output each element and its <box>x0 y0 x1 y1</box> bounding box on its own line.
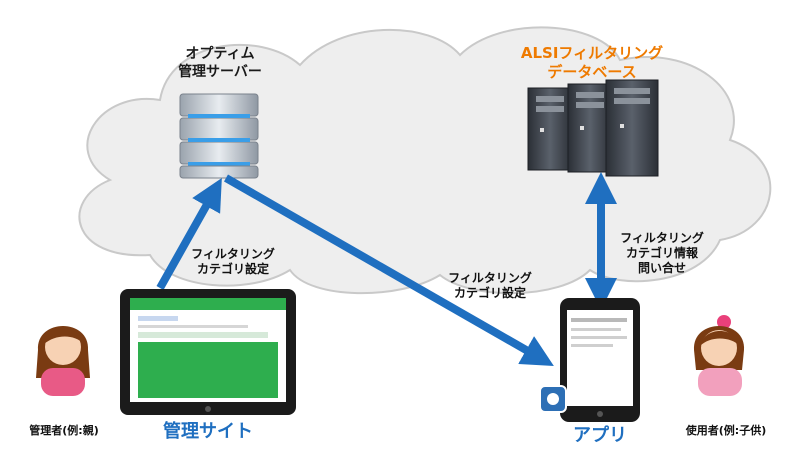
admin-person-icon <box>36 326 90 396</box>
admin-person-label: 管理者(例:親) <box>29 424 99 437</box>
arrow-server-to-app <box>224 174 554 366</box>
database-label: ALSIフィルタリング データベース <box>520 44 664 81</box>
server-label: オプティム 管理サーバー <box>178 46 262 80</box>
management-server-icon <box>179 93 259 179</box>
user-person-label: 使用者(例:子供) <box>685 424 767 437</box>
app-label: アプリ <box>573 425 627 446</box>
database-server-icon <box>527 79 659 177</box>
arrow-label-right: フィルタリング カテゴリ情報 問い合せ <box>620 231 704 275</box>
tablet-device <box>120 289 296 415</box>
arrow-label-left: フィルタリング カテゴリ設定 <box>191 247 275 276</box>
arrows <box>156 172 617 366</box>
arrow-label-middle: フィルタリング カテゴリ設定 <box>448 271 532 300</box>
admin-site-label: 管理サイト <box>163 421 253 442</box>
arrow-tablet-to-server <box>156 178 222 290</box>
user-person-icon <box>693 315 745 396</box>
smartphone-device <box>539 298 640 422</box>
